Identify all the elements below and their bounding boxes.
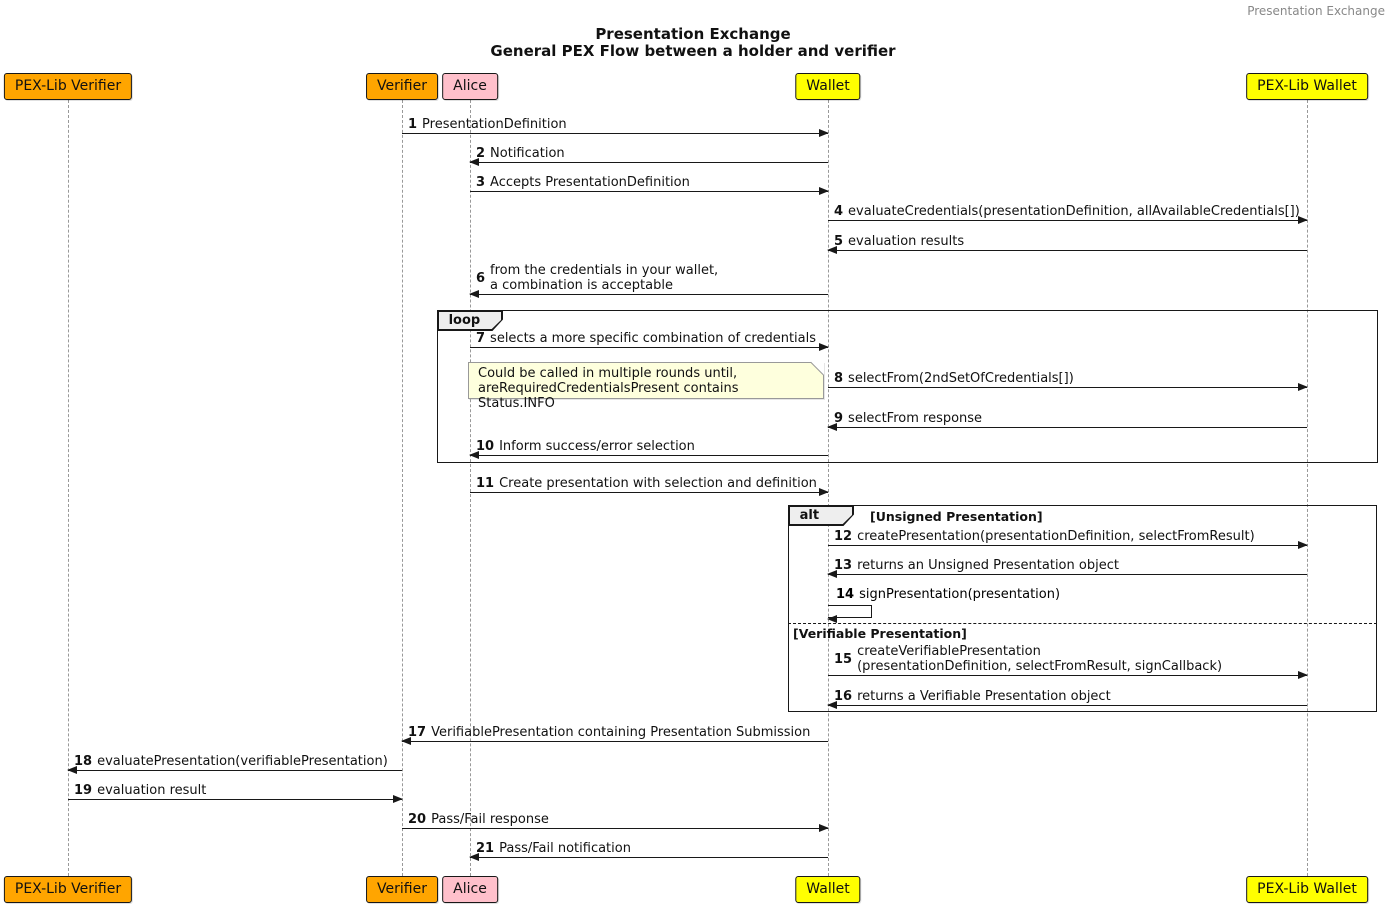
message-text: signPresentation(presentation) (859, 587, 1061, 602)
message-text: PresentationDefinition (422, 117, 567, 132)
message-number: 6 (476, 270, 486, 286)
message-text: createPresentation(presentationDefinitio… (857, 529, 1255, 544)
alt-frame-header: alt (788, 505, 854, 526)
message-number: 10 (476, 439, 495, 454)
message-text: Accepts PresentationDefinition (490, 175, 690, 190)
message-text: Inform success/error selection (499, 439, 695, 454)
message-17: 17 VerifiablePresentation containing Pres… (401, 725, 828, 745)
message-number: 13 (834, 558, 853, 573)
message-text: selects a more specific combination of c… (490, 331, 817, 346)
message-2: 2 Notification (469, 146, 828, 166)
message-text: Notification (490, 146, 565, 161)
note: Could be called in multiple rounds until… (468, 361, 824, 411)
message-text: selectFrom response (848, 411, 983, 426)
message-1: 1 PresentationDefinition (402, 117, 829, 137)
message-number: 20 (408, 812, 427, 827)
participant-alice-bottom: Alice (442, 876, 498, 903)
message-text: returns a Verifiable Presentation object (857, 689, 1111, 704)
participant-wallet-bottom: Wallet (795, 876, 861, 903)
participant-pex-lib-wallet-top: PEX-Lib Wallet (1246, 73, 1368, 100)
message-5: 5 evaluation results (827, 234, 1307, 254)
message-number: 2 (476, 146, 486, 161)
message-number: 3 (476, 175, 486, 190)
message-number: 8 (834, 371, 844, 386)
message-number: 16 (834, 689, 853, 704)
diagram-title: Presentation Exchange General PEX Flow b… (0, 26, 1386, 59)
participant-wallet-top: Wallet (795, 73, 861, 100)
message-number: 17 (408, 725, 427, 740)
message-number: 7 (476, 331, 486, 346)
message-7: 7 selects a more specific combination of … (470, 331, 829, 351)
message-19: 19 evaluation result (68, 783, 403, 803)
message-16: 16 returns a Verifiable Presentation obje… (827, 689, 1307, 709)
message-text: Pass/Fail notification (499, 841, 631, 856)
message-number: 14 (836, 587, 855, 602)
message-13: 13 returns an Unsigned Presentation objec… (827, 558, 1307, 578)
message-text: from the credentials in your wallet, a c… (490, 263, 719, 293)
message-number: 21 (476, 841, 495, 856)
message-21: 21 Pass/Fail notification (469, 841, 828, 861)
title-line-2: General PEX Flow between a holder and ve… (490, 41, 896, 60)
message-number: 5 (834, 234, 844, 249)
lifeline-alice (470, 100, 471, 876)
message-number: 1 (408, 117, 418, 132)
message-8: 8 selectFrom(2ndSetOfCredentials[]) (828, 371, 1308, 391)
participant-pex-lib-wallet-bottom: PEX-Lib Wallet (1246, 876, 1368, 903)
message-text: Create presentation with selection and d… (499, 476, 817, 491)
message-text: evaluatePresentation(verifiablePresentat… (97, 754, 388, 769)
alt-divider (788, 623, 1377, 624)
message-text: createVerifiablePresentation (presentati… (857, 644, 1223, 674)
participant-pex-lib-verifier-bottom: PEX-Lib Verifier (3, 876, 133, 903)
message-20: 20 Pass/Fail response (402, 812, 829, 832)
alt-frame-label: alt (789, 506, 853, 525)
message-text: Pass/Fail response (431, 812, 549, 827)
lifeline-verifier (402, 100, 403, 876)
message-10: 10 Inform success/error selection (469, 439, 828, 459)
alt-condition-verifiable: [Verifiable Presentation] (793, 626, 967, 641)
participant-alice-top: Alice (442, 73, 498, 100)
lifeline-pex-lib-wallet (1307, 100, 1308, 876)
message-number: 11 (476, 476, 495, 491)
message-11: 11 Create presentation with selection and… (470, 476, 829, 496)
alt-condition-unsigned: [Unsigned Presentation] (870, 509, 1043, 524)
message-number: 12 (834, 529, 853, 544)
message-18: 18 evaluatePresentation(verifiablePresent… (67, 754, 402, 774)
message-text: evaluateCredentials(presentationDefiniti… (848, 204, 1300, 219)
participant-verifier-top: Verifier (366, 73, 438, 100)
message-number: 9 (834, 411, 844, 426)
message-text: selectFrom(2ndSetOfCredentials[]) (848, 371, 1074, 386)
loop-frame-label: loop (438, 311, 502, 330)
message-number: 18 (74, 754, 93, 769)
message-14: 14 signPresentation(presentation) (827, 587, 1060, 623)
message-4: 4 evaluateCredentials(presentationDefinit… (828, 204, 1308, 224)
message-text: evaluation results (848, 234, 965, 249)
alt-frame (788, 505, 1377, 712)
participant-pex-lib-verifier-top: PEX-Lib Verifier (3, 73, 133, 100)
participant-verifier-bottom: Verifier (366, 876, 438, 903)
message-9: 9 selectFrom response (827, 411, 1307, 431)
message-text: returns an Unsigned Presentation object (857, 558, 1119, 573)
message-3: 3 Accepts PresentationDefinition (470, 175, 829, 195)
message-number: 15 (834, 651, 853, 667)
lifeline-pex-lib-verifier (68, 100, 69, 876)
message-12: 12 createPresentation(presentationDefinit… (828, 529, 1308, 549)
message-number: 4 (834, 204, 844, 219)
title-line-1: Presentation Exchange (595, 25, 791, 43)
loop-frame-header: loop (437, 310, 503, 331)
diagram-header-label: Presentation Exchange (1247, 4, 1385, 18)
note-text: Could be called in multiple rounds until… (478, 366, 739, 411)
message-text: VerifiablePresentation containing Presen… (431, 725, 811, 740)
message-number: 19 (74, 783, 93, 798)
loop-frame (437, 310, 1378, 463)
message-text: evaluation result (97, 783, 207, 798)
